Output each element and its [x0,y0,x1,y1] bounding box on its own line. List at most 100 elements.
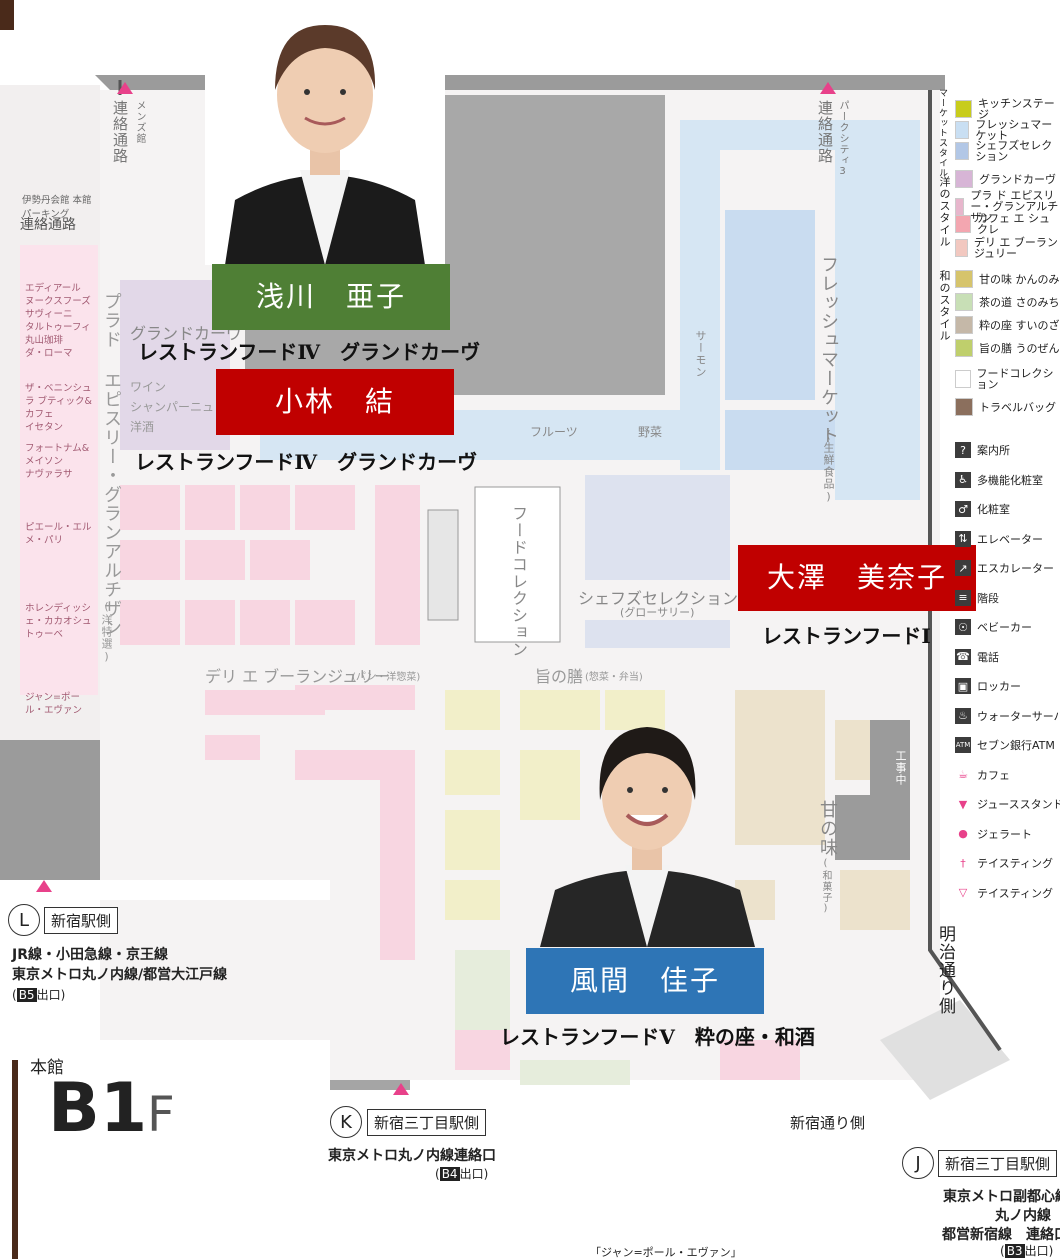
exit-k-line-1: 東京メトロ丸ノ内線連絡口 [328,1145,496,1165]
gelato-icon: ● [955,826,971,842]
legend-icon-item: ▣ ロッカー [955,678,1021,694]
zone-yoshu: 洋酒 [130,418,154,435]
legend-icon-item: †テイスティング [955,855,1053,871]
zone-prado-sub: (洋特選) [98,600,114,664]
legend-color-swatch [955,239,968,257]
legend-icon-item: ≡階段 [955,590,999,606]
floor-suffix: F [147,1087,175,1143]
shop-10: ナヴァラサ [25,468,97,481]
legend-icon-item: ? 案内所 [955,442,1010,458]
legend-swatch-item: 茶の道 さのみち [955,293,1060,311]
legend-swatch-item: カフェ エ シュクレ [955,213,1060,235]
legend-color-swatch [955,316,973,334]
exit-letter: J [915,1153,920,1174]
mens-kan: メンズ館 [132,100,147,144]
shop-11: ピエール・エルメ・パリ [25,521,97,547]
caption-kazama: レストランフードⅤ 粋の座・和酒 [500,1021,815,1050]
floor-level: B1F [48,1075,175,1143]
legend-label: グランドカーヴ [979,174,1056,185]
exit-k-badge: K [330,1106,362,1138]
legend-label: トラベルバッグ [979,402,1056,413]
park-city: パークシティ3 [835,100,850,178]
atm-icon: ATM [955,737,971,753]
legend-label: キッチンステージ [978,98,1060,120]
legend-label: ベビーカー [977,619,1032,635]
legend-color-swatch [955,270,973,288]
floor-number: B1 [48,1069,147,1148]
direction-marker [117,82,133,94]
zone-yasai: 野菜 [638,423,662,440]
legend-swatch-item: デリ エ ブーランジュリー [955,237,1060,259]
zone-salmon: サーモン [692,330,708,378]
legend-label: 多機能化粧室 [977,472,1043,488]
direction-marker [820,82,836,94]
exit-letter: L [19,910,29,931]
phone-icon: ☎ [955,649,971,665]
shop-3: サヴィーニ [25,308,97,321]
tasting-glass-icon: ▽ [955,885,971,901]
legend-label: テイスティング [977,885,1053,901]
locker-icon: ▣ [955,678,971,694]
legend-label: 案内所 [977,442,1010,458]
legend-swatch-item: 甘の味 かんのみ [955,270,1060,288]
shop-2: ヌークスフーズ [25,295,97,308]
wheelchair-icon: ♿ [955,472,971,488]
legend-swatch-item: 粋の座 すいのざ [955,316,1060,334]
exit-l-badge: L [8,904,40,936]
legend-icon-item: ♿ 多機能化粧室 [955,472,1043,488]
legend-label: フードコレクション [977,368,1060,390]
legend-label: エレベーター [977,531,1043,547]
zone-deli-sub: (パン・洋惣菜) [352,668,420,683]
legend-color-swatch [955,121,969,139]
legend-label: デリ エ ブーランジュリー [974,237,1060,259]
person-name: 大澤 美奈子 [767,564,947,592]
zone-fresh-market: フレッシュマーケット [815,255,841,445]
restroom-icon: ♂ [955,501,971,517]
shop-13: ジャン=ポール・エヴァン [25,691,97,717]
legend-icon-item: ▽ テイスティング [955,885,1053,901]
legend-label: ロッカー [977,678,1021,694]
bottom-note: 「ジャン=ポール・エヴァン」 [590,1244,742,1260]
legend-color-swatch [955,142,969,160]
juice-icon: ▼ [955,796,971,812]
legend-label: ジューススタンド [977,796,1060,812]
exit-j-badge: J [902,1147,934,1179]
shinjuku-dori: 新宿通り側 [790,1112,865,1133]
shop-6: ダ・ローマ [25,347,97,360]
zone-prado: プラド エピスリー・グランアルチザン [98,292,124,637]
legend-label: 化粧室 [977,501,1010,517]
shop-1: エディアール [25,282,97,295]
legend-swatch-item: フードコレクション [955,368,1060,390]
meiji-dori: 明治通り側 [933,925,958,1015]
renraku-park: 連絡通路 [815,100,836,164]
exit-letter: K [340,1112,352,1133]
legend-swatch-item: フレッシュマーケット [955,119,1060,141]
tasting-icon: † [955,855,971,871]
caption-kobayashi: レストランフードⅣ グランドカーヴ [135,446,477,475]
legend-color-swatch [955,100,972,118]
shop-12: ホレンディッシェ・カカオシュトゥーベ [25,602,97,641]
elevator-icon: ⇅ [955,531,971,547]
shop-9: フォートナム&メイソン [25,442,97,468]
legend-label: シェフズセレクション [975,140,1060,162]
legend-icon-item: ☕カフェ [955,767,1010,783]
legend-color-swatch [955,370,971,388]
info-icon: ? [955,442,971,458]
legend-label: 旨の膳 うのぜん [979,343,1060,354]
name-box-kazama: 風間 佳子 [526,948,764,1014]
legend-group-market: マーケットスタイル [936,88,949,178]
name-box-asakawa: 浅川 亜子 [212,264,450,330]
exit-l-station: 新宿駅側 [44,907,118,934]
portrait-kazama [535,715,760,947]
zone-fresh-sub: (生鮮食品) [820,428,836,504]
legend-swatch-item: シェフズセレクション [955,140,1060,162]
caption-osawa: レストランフードⅠ [762,620,931,649]
legend-icon-item: ♂ 化粧室 [955,501,1010,517]
zone-champagne: シャンパーニュ [130,398,214,415]
legend-label: カフェ エ シュクレ [977,213,1060,235]
renraku-mens: 連絡通路 [110,100,131,164]
legend-label: 茶の道 さのみち [979,297,1060,308]
